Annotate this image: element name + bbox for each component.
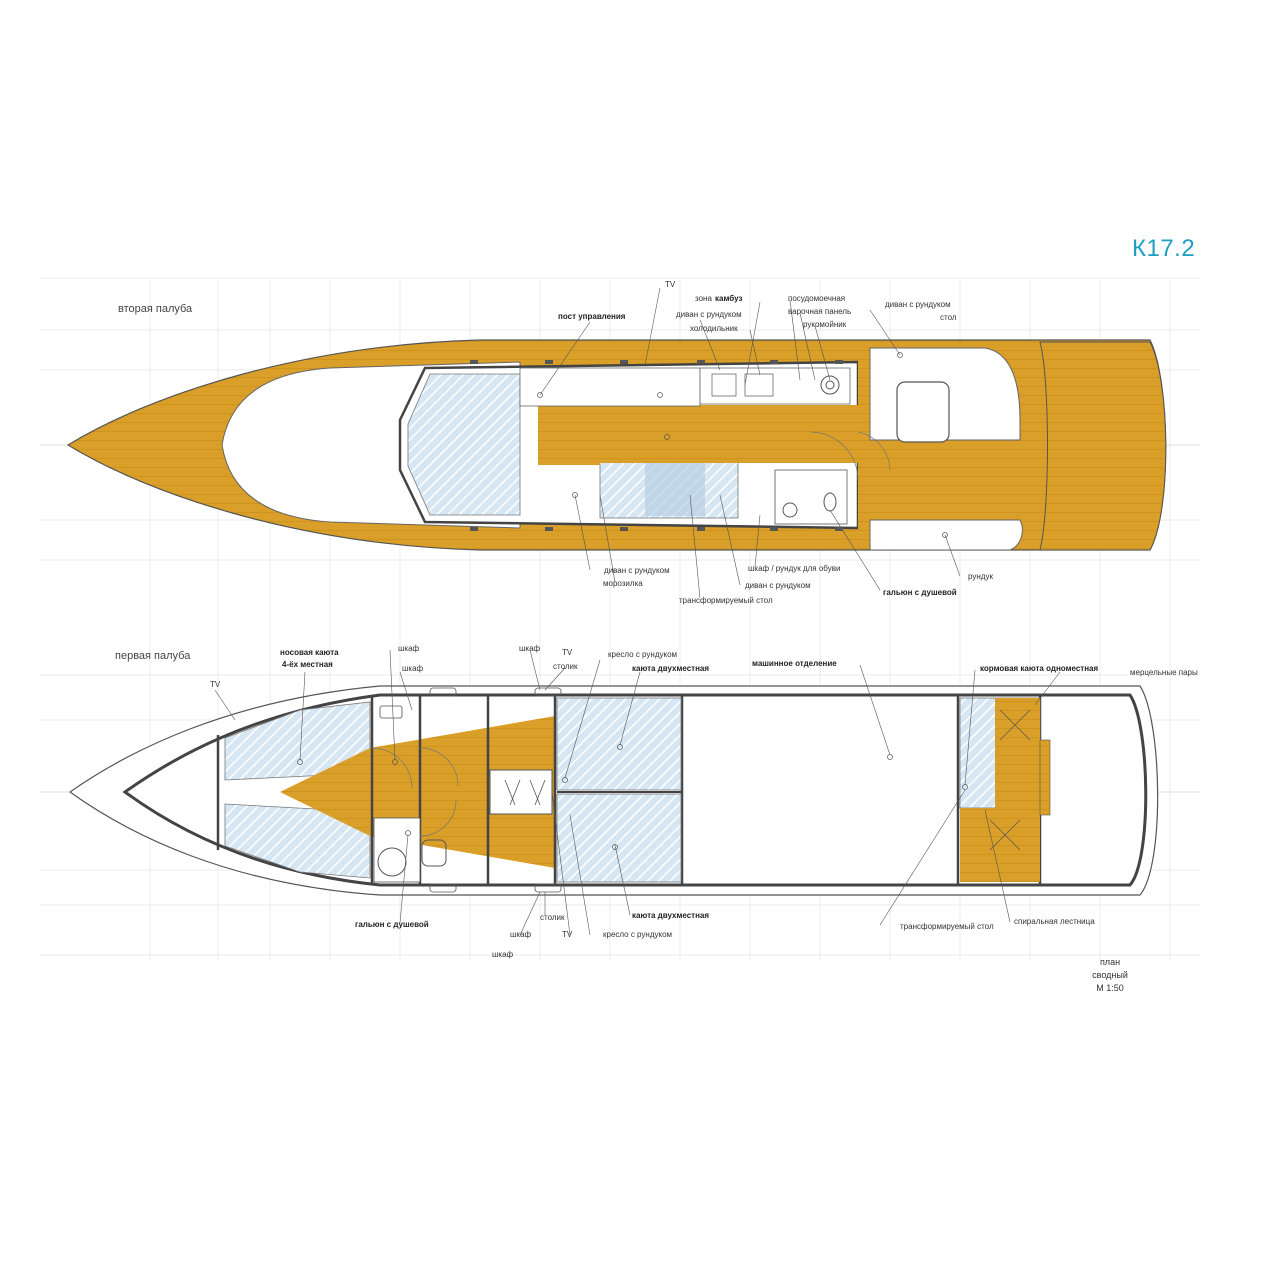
plan-note-scale: М 1:50	[1096, 983, 1124, 993]
label-fridge: холодильник	[690, 324, 738, 333]
label-galley-zone: камбуз	[715, 294, 743, 303]
label-dishwasher: посудомоечная	[788, 294, 846, 303]
label-head-shower-lower: гальюн с душевой	[355, 920, 429, 929]
lower-deck-hull	[68, 685, 1159, 896]
label-side-table-top: столик	[553, 662, 578, 671]
label-stern-cabin: кормовая каюта одноместная	[980, 664, 1099, 673]
lower-deck-leaders	[214, 649, 1061, 936]
label-wardrobe-bottom2: шкаф	[492, 950, 514, 959]
label-cooktop: варочная панель	[788, 307, 852, 316]
label-sofa-chest-top: диван с рундуком	[676, 310, 742, 319]
label-wardrobe-1: шкаф	[398, 644, 420, 653]
upper-deck-title: вторая палуба	[118, 303, 193, 315]
label-bow-cabin-line2: 4-ёх местная	[282, 660, 333, 669]
project-code: К17.2	[1132, 235, 1196, 262]
label-wardrobe-bottom: шкаф	[510, 930, 532, 939]
label-armchair-top: кресло с рундуком	[608, 650, 678, 659]
label-sofa-chest-bottom: диван с рундуком	[604, 566, 670, 575]
label-wardrobe-3: шкаф	[519, 644, 541, 653]
label-bow-cabin-line1: носовая каюта	[280, 648, 339, 657]
label-galley-zone-prefix: зона	[695, 294, 712, 303]
label-transform-table-upper: трансформируемый стол	[679, 596, 773, 605]
label-transform-table-lower: трансформируемый стол	[900, 922, 994, 931]
label-wardrobe-2: шкаф	[402, 664, 424, 673]
label-sofa-chest-right: диван с рундуком	[885, 300, 951, 309]
label-engine-room: машинное отделение	[752, 659, 837, 668]
label-double-cabin-bottom: каюта двухместная	[632, 911, 710, 920]
label-side-table-bottom: столик	[540, 913, 565, 922]
label-tv-upper: TV	[665, 280, 676, 289]
label-tv-bottom: TV	[562, 930, 573, 939]
label-head-shower-upper: гальюн с душевой	[883, 588, 957, 597]
label-table-right: стол	[940, 313, 957, 322]
label-tv-bow: TV	[210, 680, 221, 689]
plan-note-line1: план	[1099, 957, 1121, 967]
label-helm: пост управления	[558, 312, 626, 321]
label-locker-upper: рундук	[968, 572, 993, 581]
label-wardrobe-shoes: шкаф / рундук для обуви	[748, 564, 841, 573]
upper-deck-leaders	[539, 287, 961, 599]
label-sink: рукомойник	[803, 320, 847, 329]
label-icemaker: морозилка	[603, 579, 643, 588]
label-tv-top: TV	[562, 648, 573, 657]
label-double-cabin-top: каюта двухместная	[632, 664, 710, 673]
label-sofa-chest-bottom2: диван с рундуком	[745, 581, 811, 590]
plan-note-line2: сводный	[1092, 970, 1128, 980]
label-armchair-bottom: кресло с рундуком	[603, 930, 673, 939]
label-washer-dryer: мерцельные пары	[1130, 668, 1198, 677]
plan-note: план сводный М 1:50	[1070, 956, 1150, 995]
upper-deck-hull	[66, 339, 1167, 551]
lower-deck-title: первая палуба	[115, 650, 191, 662]
label-spiral-stairs: спиральная лестница	[1014, 917, 1095, 926]
